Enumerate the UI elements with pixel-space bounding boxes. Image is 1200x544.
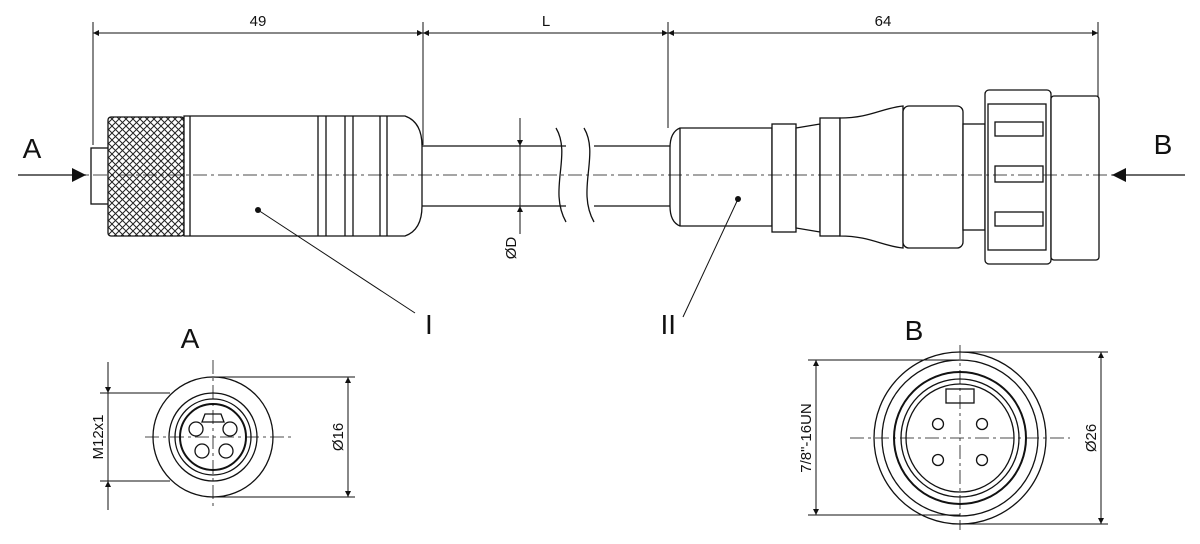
connector-ii-ring-2 — [819, 117, 841, 237]
connector-ii-sleeve — [669, 127, 773, 227]
view-b-pin-2 — [975, 417, 989, 431]
view-a-pin-2 — [222, 421, 238, 437]
view-a-title: A — [181, 323, 200, 354]
view-a-pin-4 — [218, 443, 234, 459]
view-b-thread-label: 7/8"-16UN — [798, 403, 815, 473]
connector-ii-nut-slot-2 — [994, 165, 1044, 183]
view-b-pin-3 — [931, 453, 945, 467]
connector-ii-ring-1 — [771, 123, 797, 233]
connector-i: I — [90, 115, 433, 340]
connector-ii: II — [660, 89, 1100, 340]
cable-break-right — [583, 127, 595, 223]
view-a-thread-circle — [168, 392, 258, 482]
view-b-insert-inner — [905, 383, 1015, 493]
cable-diameter-label: ØD — [503, 237, 520, 260]
view-a-dia-label: Ø16 — [330, 423, 347, 451]
top-dimensions: 49 L 64 — [92, 13, 1099, 145]
connector-i-leader-line — [257, 209, 416, 314]
view-b-dia-label: Ø26 — [1083, 424, 1100, 452]
connector-ii-taper — [795, 123, 821, 233]
connector-i-body — [183, 115, 423, 237]
connector-ii-body — [902, 105, 964, 249]
view-b-pin-1 — [931, 417, 945, 431]
cable: ØD — [422, 118, 672, 259]
dimension-label-l: L — [542, 13, 550, 30]
view-arrow-b-label: B — [1154, 129, 1173, 160]
dimension-label-64: 64 — [875, 13, 892, 30]
connector-ii-nut-inner — [987, 103, 1047, 251]
view-arrows: A B — [18, 129, 1185, 182]
view-b-thread-circle — [893, 371, 1027, 505]
part-label-i: I — [425, 309, 433, 340]
connector-ii-nut-slot-3 — [994, 211, 1044, 227]
view-a-inner-circle — [174, 398, 252, 476]
view-b-title: B — [905, 315, 924, 346]
connector-ii-thread — [1050, 95, 1100, 261]
view-b-insert-outer — [900, 378, 1020, 498]
view-a-insert — [179, 403, 247, 471]
connector-ii-neck — [962, 123, 986, 231]
view-a-thread-label: M12x1 — [90, 414, 107, 459]
view-a: A M12x1 Ø16 — [90, 323, 355, 510]
cable-break-left — [555, 127, 567, 223]
view-b: B 7/8"-16UN Ø26 — [798, 315, 1108, 530]
connector-ii-flare — [839, 105, 904, 249]
connector-ii-leader-line — [682, 198, 739, 318]
view-b-pin-4 — [975, 453, 989, 467]
part-label-ii: II — [660, 309, 676, 340]
connector-i-front-ring — [90, 147, 110, 205]
view-a-pin-1 — [188, 421, 204, 437]
view-arrow-a-label: A — [23, 133, 42, 164]
view-a-pin-3 — [194, 443, 210, 459]
connector-i-knurled-nut — [107, 116, 185, 237]
view-b-key — [945, 388, 975, 404]
view-a-key — [201, 413, 225, 423]
connector-ii-nut-slot-1 — [994, 121, 1044, 137]
dimension-label-49: 49 — [250, 13, 267, 30]
